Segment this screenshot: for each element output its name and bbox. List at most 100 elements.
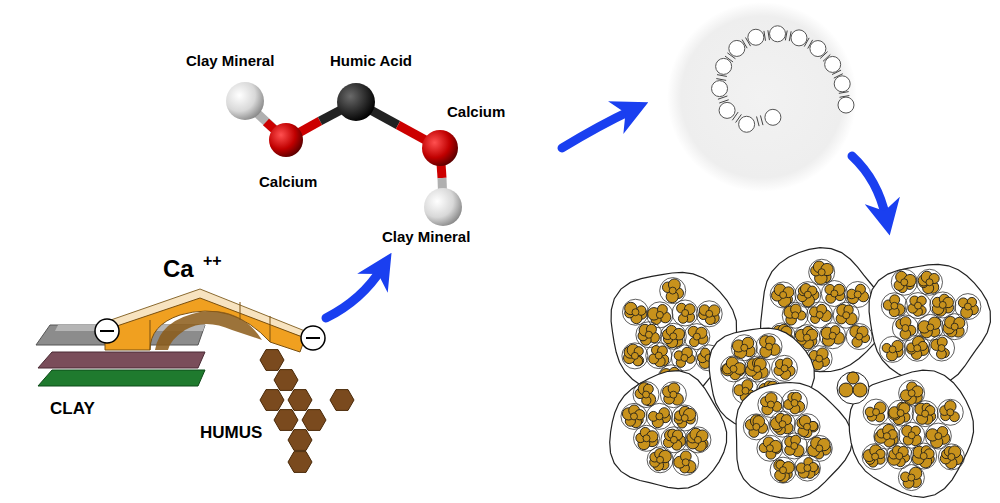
humus-hexagon [302,410,326,431]
polymer-bead [791,30,807,46]
soil-particle [730,365,737,372]
aggregate-outline [610,371,727,489]
micro-aggregate [757,435,783,461]
micro-aggregate [671,345,697,371]
soil-particle [791,399,798,406]
humus-hexagon [274,370,298,391]
soil-particle [908,390,915,397]
soil-particle [791,442,798,449]
soil-particle [922,410,929,417]
soil-particle [693,333,700,340]
bond-bar [757,116,760,126]
soil-particle [816,311,823,318]
micro-aggregate [925,423,951,449]
soil-particle [643,391,650,398]
soil-particle [767,401,774,408]
micro-aggregate [807,302,833,328]
polymer-bead [765,109,781,125]
soil-particle [872,453,879,460]
micro-aggregate [781,390,807,416]
molecule-label: Calcium [447,104,505,121]
aggregate-outline [736,383,853,499]
humus-hexagon [260,350,284,371]
micro-aggregate [898,465,924,491]
soil-particle [670,436,677,443]
micro-aggregate [795,282,821,308]
micro-aggregate [880,336,906,362]
micro-aggregate [770,282,796,308]
polymer-bead [716,58,732,74]
soil-particle [897,410,904,417]
soil-particle [766,343,773,350]
micro-aggregate [899,422,925,448]
bond-bar [716,79,726,81]
soil-particle [781,365,788,372]
soil-particle [681,414,688,421]
soil-particle [829,332,836,339]
soil-particle [883,433,890,440]
soil-particle [792,312,799,319]
molecule-label: Humic Acid [330,53,412,70]
micro-aggregate [938,444,964,470]
soil-particle [804,423,811,430]
micro-aggregate [660,278,686,304]
aggregate-outline [837,372,869,404]
soil-particle [655,352,662,359]
soil-particle [856,333,863,340]
calcium-bridge [95,289,325,352]
soil-particle [694,436,701,443]
molecule-label: Clay Mineral [382,229,470,246]
polymer-bead [834,76,850,92]
soil-particle [656,413,663,420]
micro-aggregate [781,433,807,459]
soil-particle [843,312,850,319]
humus-hexagon [288,452,312,473]
polymer-disc [667,2,857,192]
soil-particle [947,409,954,416]
aggregate-outline [761,248,886,372]
micro-aggregate [646,343,672,369]
soil-particle [656,311,663,318]
soil-particle [643,435,650,442]
soil-particle [779,421,786,428]
soil-aggregates [610,248,991,499]
micro-aggregate [770,457,796,483]
micro-aggregate [862,444,888,470]
polymer-bead [712,81,728,97]
soil-particle [831,290,838,297]
soil-particle [804,291,811,298]
micro-aggregate [794,455,820,481]
aggregate-outline [869,264,990,385]
polymer-spiral [712,26,854,132]
soil-particle [902,325,909,332]
humus-hexagon [274,410,298,431]
micro-aggregate [845,281,871,307]
soil-particle [908,432,915,439]
micro-aggregate [685,427,711,453]
soil-particle [896,453,903,460]
polymer-bead [770,26,786,42]
micro-aggregate [929,335,955,361]
soil-particle [631,352,638,359]
soil-particle [816,445,823,452]
micro-aggregate [863,399,889,425]
humus-hexagon [288,390,312,411]
soil-particle [681,354,688,361]
polymer-bead [838,97,854,113]
micro-aggregate [917,269,943,295]
charge-label: ++ [203,252,222,270]
molecule-bonds [247,102,443,206]
soil-particle [670,333,677,340]
humus-label: HUMUS [200,424,262,443]
soil-particle [964,303,971,310]
micro-aggregate [672,300,698,326]
polymer-bead [739,116,755,132]
micro-aggregate [955,294,981,320]
soil-particle [926,279,933,286]
soil-particle [938,345,945,352]
soil-particle [935,433,942,440]
soil-particle [948,453,955,460]
soil-particle [804,465,811,472]
